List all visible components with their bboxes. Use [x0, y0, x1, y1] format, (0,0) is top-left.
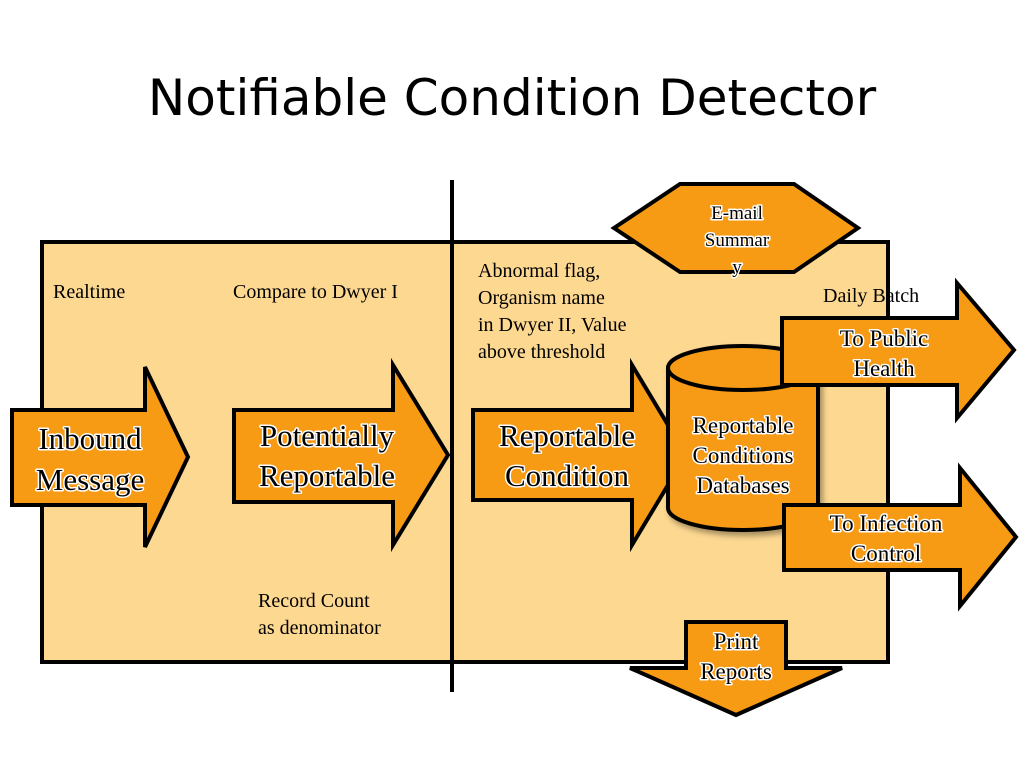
potentially-label-line1: Potentially	[260, 418, 395, 453]
print-reports-arrow	[629, 620, 843, 718]
public-health-label-line2: Health	[853, 356, 915, 381]
public-health-label-line1: To Public	[840, 326, 928, 351]
note-abnormal-line3: in Dwyer II, Value	[478, 314, 627, 336]
infection-control-label-line1: To Infection	[830, 511, 943, 536]
print-label-line2: Reports	[700, 659, 772, 684]
database-label-line3: Databases	[696, 473, 789, 498]
note-abnormal-line1: Abnormal flag,	[478, 260, 600, 282]
inbound-message-arrow	[10, 366, 191, 548]
note-compare-dwyer1: Compare to Dwyer I	[233, 281, 398, 303]
email-summary-arrow	[610, 182, 862, 274]
page-title: Notifiable Condition Detector	[148, 69, 877, 127]
note-daily-batch: Daily Batch	[823, 285, 919, 307]
note-realtime: Realtime	[53, 281, 125, 303]
inbound-label-line2: Message	[36, 462, 144, 497]
note-record-count-line1: Record Count	[258, 590, 370, 612]
email-label-line3: y	[732, 257, 742, 278]
print-label-line1: Print	[714, 629, 759, 654]
note-abnormal-line4: above threshold	[478, 341, 605, 363]
potentially-label-line2: Reportable	[259, 458, 395, 493]
infection-control-label-line2: Control	[851, 541, 921, 566]
to-infection-control-arrow	[782, 462, 1019, 612]
reportable-label-line2: Condition	[505, 458, 630, 493]
note-record-count-line2: as denominator	[258, 617, 381, 639]
reportable-condition-arrow	[471, 357, 689, 553]
database-label-line2: Conditions	[693, 443, 794, 468]
to-public-health-arrow	[780, 277, 1017, 424]
email-label-line1: E-mail	[711, 203, 763, 224]
email-label-line2: Summar	[705, 230, 770, 251]
inbound-label-line1: Inbound	[38, 421, 142, 456]
potentially-reportable-arrow	[232, 357, 451, 553]
reportable-label-line1: Reportable	[499, 418, 635, 453]
database-label-line1: Reportable	[693, 413, 794, 438]
note-abnormal-line2: Organism name	[478, 287, 605, 309]
